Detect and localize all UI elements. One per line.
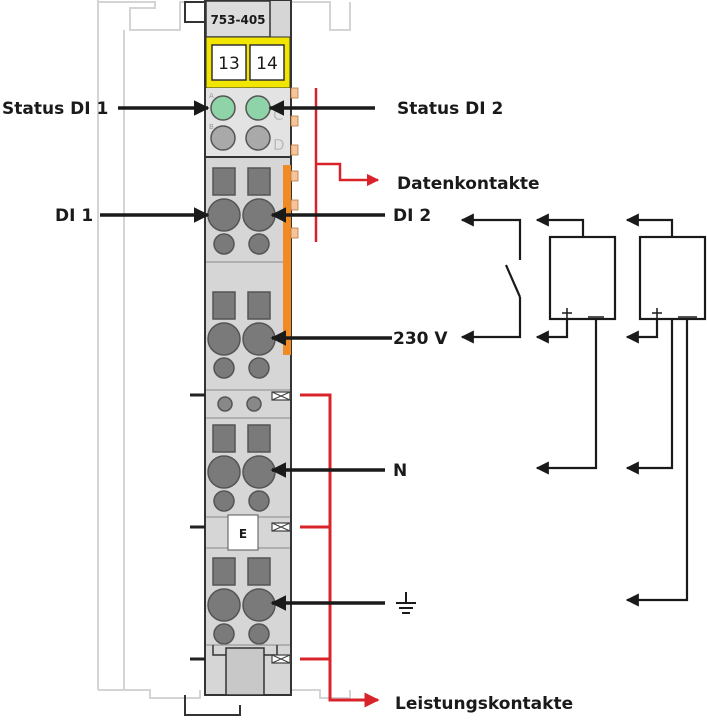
marker-13 <box>211 44 247 81</box>
io-module: 753-405 13 14 A B C D <box>184 0 299 716</box>
conductor-entry <box>242 198 276 232</box>
push-button[interactable] <box>212 291 236 320</box>
part-number: 753-405 <box>210 13 265 27</box>
status-led-di1 <box>210 95 236 121</box>
status-led-di2 <box>245 95 271 121</box>
test-opening <box>213 357 235 379</box>
marker-13-label: 13 <box>218 54 240 74</box>
push-button[interactable] <box>212 424 236 453</box>
label-n: N <box>393 461 407 481</box>
test-opening <box>213 233 235 255</box>
test-opening <box>213 623 235 645</box>
label-status-di1: Status DI 1 <box>2 99 108 119</box>
test-opening <box>248 623 270 645</box>
push-button[interactable] <box>212 557 236 586</box>
switch-wire-top <box>460 213 522 260</box>
test-opening <box>213 490 235 512</box>
wiring-circuit <box>460 213 707 607</box>
label-status-di2: Status DI 2 <box>397 99 503 119</box>
switch-wire-bottom <box>460 297 522 344</box>
led-d <box>245 125 271 151</box>
conductor-entry <box>207 588 241 622</box>
data-contacts <box>290 87 299 239</box>
data-contact-strip <box>283 165 291 355</box>
label-datenkontakte: Datenkontakte <box>397 174 540 194</box>
sensor-3wire <box>638 235 707 321</box>
switch-icon <box>504 264 522 298</box>
label-di1: DI 1 <box>55 206 93 226</box>
led-letter-b: B <box>209 123 214 131</box>
data-contact-lines <box>314 88 380 242</box>
release-latch[interactable] <box>225 647 265 696</box>
conductor-entry <box>207 198 241 232</box>
conductor-entry <box>242 322 276 356</box>
led-letter-d: D <box>273 136 285 154</box>
conductor-entry <box>207 322 241 356</box>
test-opening <box>248 490 270 512</box>
marker-14-label: 14 <box>256 54 278 74</box>
sensor-2wire <box>548 235 617 321</box>
test-opening <box>248 233 270 255</box>
led-b <box>210 125 236 151</box>
label-230v: 230 V <box>393 329 448 349</box>
label-di2: DI 2 <box>393 206 431 226</box>
conductor-entry <box>242 455 276 489</box>
test-opening <box>248 357 270 379</box>
conductor-entry <box>242 588 276 622</box>
ground-icon <box>396 592 416 614</box>
push-button[interactable] <box>247 424 271 453</box>
polarity-marks <box>562 308 697 318</box>
marker-14 <box>249 44 285 81</box>
conductor-entry <box>207 455 241 489</box>
end-marker-label: E <box>239 527 247 541</box>
push-button[interactable] <box>247 557 271 586</box>
end-marker <box>227 514 259 551</box>
push-button[interactable] <box>212 167 236 196</box>
push-button[interactable] <box>247 167 271 196</box>
power-contacts <box>271 391 291 664</box>
push-button[interactable] <box>247 291 271 320</box>
label-leistungskontakte: Leistungskontakte <box>395 694 573 714</box>
led-letter-a: A <box>209 92 214 100</box>
power-contact-lines <box>300 393 380 708</box>
din-rail <box>97 0 351 699</box>
